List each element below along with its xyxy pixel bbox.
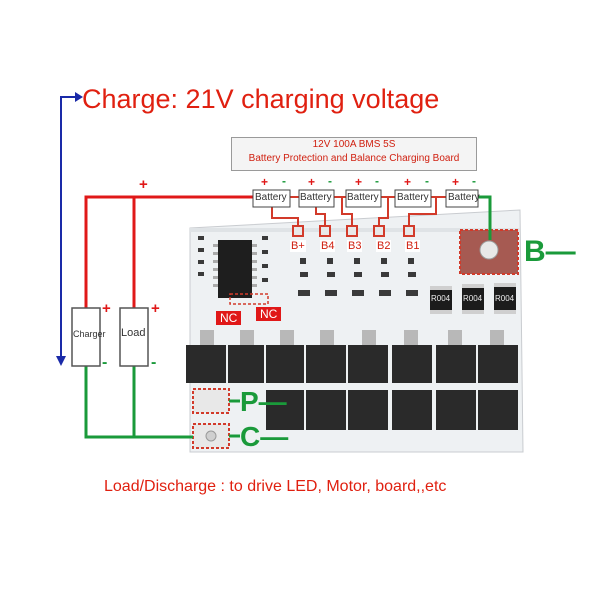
battery-boxes	[252, 189, 479, 208]
battery-label-4: Battery	[397, 192, 429, 203]
shunt-resistors	[430, 283, 516, 314]
battery-3-minus: -	[375, 174, 379, 188]
resistor-mark-2: R004	[463, 294, 483, 303]
tap-b4: B4	[320, 240, 336, 252]
pcb-board	[186, 209, 524, 453]
b-minus-label: B—	[524, 235, 576, 268]
battery-label-2: Battery	[300, 192, 332, 203]
positive-rail	[84, 195, 253, 309]
tap-b1: B1	[405, 240, 421, 252]
battery-4-plus: +	[404, 175, 412, 189]
tap-b2: B2	[376, 240, 392, 252]
charge-voltage-title: Charge: 21V charging voltage	[82, 84, 440, 114]
battery-5-minus: -	[472, 174, 476, 188]
battery-2-minus: -	[328, 174, 332, 188]
load-label: Load	[121, 327, 146, 339]
spec-line-2: Battery Protection and Balance Charging …	[248, 153, 460, 164]
controller-ic	[218, 240, 252, 298]
board-spec-label: 12V 100A BMS 5S Battery Protection and B…	[231, 137, 477, 171]
battery-label-5: Battery	[448, 192, 480, 203]
battery-1-minus: -	[282, 174, 286, 188]
charger-minus: -	[102, 354, 108, 371]
negative-wires	[84, 366, 240, 439]
tap-b-plus: B+	[290, 240, 306, 252]
battery-3-plus: +	[355, 175, 363, 189]
battery-5-plus: +	[452, 175, 460, 189]
p-minus-pad	[192, 388, 230, 414]
tap-b3: B3	[347, 240, 363, 252]
rail-plus-sign: +	[139, 176, 148, 193]
battery-wires	[245, 196, 446, 226]
mosfet-row-top	[186, 345, 518, 383]
charger-box	[71, 307, 101, 367]
nc-label-1: NC	[216, 311, 242, 325]
charger-plus: +	[102, 300, 111, 317]
load-plus: +	[151, 300, 160, 317]
charge-arrow	[56, 92, 83, 366]
nc-label-2: NC	[256, 307, 282, 321]
spec-line-1: 12V 100A BMS 5S	[312, 139, 396, 150]
mosfet-row-bottom	[266, 390, 518, 430]
battery-label-1: Battery	[255, 192, 287, 203]
charger-label: Charger	[73, 329, 106, 339]
battery-1-plus: +	[261, 175, 269, 189]
b-minus-wire	[478, 195, 492, 240]
p-minus-label: P—	[240, 386, 287, 417]
battery-2-plus: +	[308, 175, 316, 189]
battery-label-3: Battery	[347, 192, 379, 203]
battery-4-minus: -	[425, 174, 429, 188]
load-box	[119, 307, 149, 367]
c-minus-label: C—	[240, 421, 289, 452]
resistor-mark-3: R004	[495, 294, 515, 303]
load-discharge-caption: Load/Discharge : to drive LED, Motor, bo…	[104, 478, 447, 495]
load-minus: -	[151, 354, 157, 371]
resistor-mark-1: R004	[431, 294, 451, 303]
